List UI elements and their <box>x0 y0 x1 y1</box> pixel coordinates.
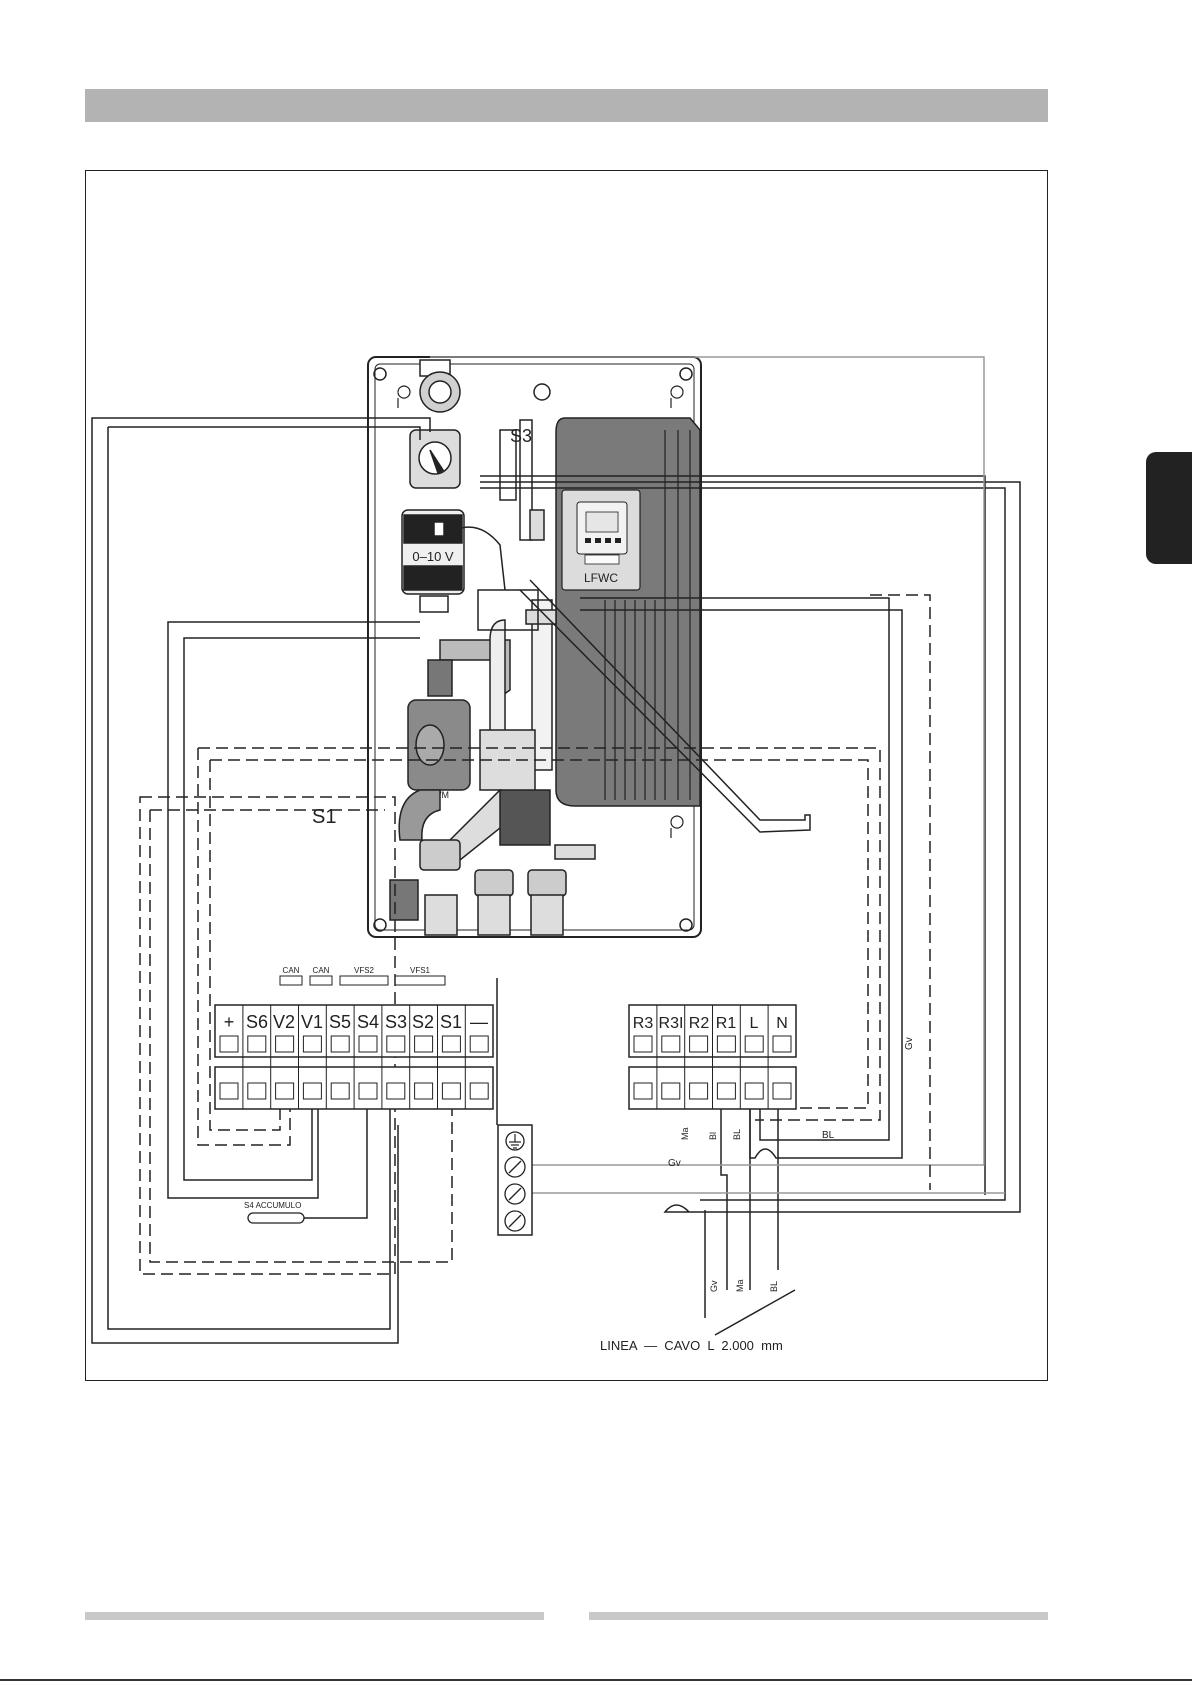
connector-vfs1: VFS1 <box>410 966 431 975</box>
bottom-rule <box>0 1679 1192 1681</box>
connector-vfs2: VFS2 <box>354 966 375 975</box>
wire-label-ma-bottom: Ma <box>735 1279 745 1292</box>
line-cable-label: LINEA — CAVO L 2.000 mm <box>600 1338 783 1353</box>
circulator-pump-head <box>428 660 452 696</box>
terminal-block-left: + S6 V2 V1 S5 S4 S3 S2 S1 — <box>215 1005 493 1109</box>
wire-label-gv-right: Gv <box>904 1037 915 1050</box>
terminal-v1: V1 <box>301 1012 323 1032</box>
terminal-s3: S3 <box>385 1012 407 1032</box>
connector-can-1: CAN <box>283 966 300 975</box>
wire-label-bl-top2: BL <box>732 1129 742 1140</box>
wire-label-bl-right: BL <box>822 1130 835 1141</box>
ground-terminal-strip <box>497 978 532 1235</box>
connector-row: CAN CAN VFS2 VFS1 <box>280 966 445 985</box>
wire-label-gv-bottom: Gv <box>709 1280 719 1292</box>
terminal-l: L <box>750 1015 759 1032</box>
wire-label-ma-top: Ma <box>680 1127 690 1140</box>
s4-sensor-label: S4 ACCUMULO <box>244 1201 301 1210</box>
terminal-minus: — <box>470 1012 488 1032</box>
terminal-r3i: R3I <box>659 1015 684 1032</box>
actuator-voltage-label: 0–10 V <box>412 549 454 564</box>
terminal-plus: + <box>224 1012 235 1032</box>
s4-sensor-icon <box>248 1213 304 1223</box>
terminal-s6: S6 <box>246 1012 268 1032</box>
controller-screen <box>586 512 618 532</box>
terminal-s5: S5 <box>329 1012 351 1032</box>
footer-bar-left <box>85 1612 544 1620</box>
terminal-r2: R2 <box>689 1015 710 1032</box>
controller-label: LFWC <box>584 571 618 585</box>
wire-label-bl-bottom: BL <box>769 1281 779 1292</box>
wire-label-bl-top: Bl <box>708 1132 718 1140</box>
terminal-block-right: R3 R3I R2 R1 L N <box>629 1005 796 1109</box>
terminal-s2: S2 <box>412 1012 434 1032</box>
terminal-v2: V2 <box>273 1012 295 1032</box>
sensor-s3-label: S3 <box>510 426 532 446</box>
terminal-r1: R1 <box>716 1015 737 1032</box>
terminal-n: N <box>776 1015 788 1032</box>
terminal-r3: R3 <box>633 1015 654 1032</box>
connector-can-2: CAN <box>313 966 330 975</box>
terminal-s4: S4 <box>357 1012 379 1032</box>
footer-bar-right <box>589 1612 1048 1620</box>
wire-label-gv-mid: Gv <box>668 1158 681 1169</box>
terminal-s1: S1 <box>440 1012 462 1032</box>
